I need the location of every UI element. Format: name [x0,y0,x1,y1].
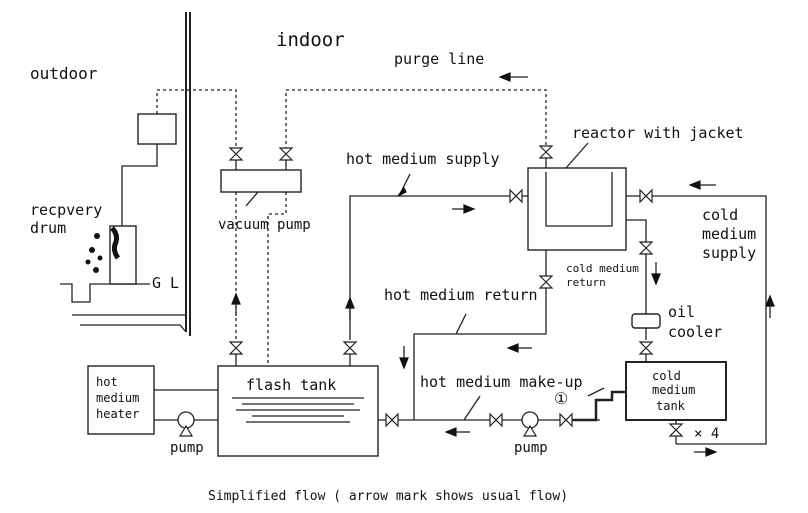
arrow-hot-return [506,343,519,353]
hot-medium-heater [87,365,155,435]
make-up-line [572,390,626,422]
arrow-hot-supply [463,204,476,214]
vacuum-pump [220,169,302,193]
cold-supply-line [626,195,767,445]
oil-cooler [631,313,661,329]
times-four-label: × 4 [694,426,719,442]
arrow-return-down [399,357,409,370]
arrow-cold-return [651,273,661,286]
arrow-flash-up [345,296,355,309]
cold-supply-label-2: medium [702,225,756,243]
valve-cold-return [638,241,654,255]
valve-hot-return [538,275,554,289]
cold-return-line [626,219,647,340]
purge-line-label: purge line [394,50,484,68]
hot-supply-label: hot medium supply [346,150,500,168]
oil-cooler-label-1: oil [668,303,695,321]
caption: Simplified flow ( arrow mark shows usual… [208,489,568,504]
arrow-right-up [765,294,775,307]
valve-hot-supply [509,188,523,204]
make-up-label: hot medium make-up [420,373,583,391]
hot-return-pointer [455,313,467,335]
pump-left [177,411,195,437]
oil-cooler-label-2: cooler [668,323,722,341]
cold-return-label-1: cold medium [566,262,639,275]
circle-one-label: ① [554,389,568,408]
make-up-pointer [463,395,481,421]
arrow-cold-supply [688,180,701,190]
valve-bottom-3 [559,412,573,428]
flow-arrows [231,72,775,457]
hot-return-label: hot medium return [384,286,538,304]
cold-tank-label-2: medium [652,383,695,397]
vacuum-pump-label: vacuum pump [218,217,311,233]
drum-label-1: recpvery [30,201,102,219]
valve-cold-supply [639,188,653,204]
flash-tank-label: flash tank [246,376,336,394]
vacuum-pump-outlet [267,192,287,370]
hot-supply-line [349,195,528,340]
valve-flash-right [342,341,358,355]
building-wall [60,12,191,336]
outdoor-vent-tank [137,113,177,145]
reactor-label: reactor with jacket [572,124,744,142]
cold-supply-label-1: cold [702,206,738,224]
valve-cold-tank [668,423,684,437]
valve-purge-2 [278,147,294,161]
flash-tank [217,365,379,457]
arrow-bottom-right [705,447,718,457]
arrow-bottom [444,427,457,437]
purge-line-main [285,89,547,150]
heater-label-1: hot [96,375,118,389]
arrow-hot-supply-pointer [397,186,407,197]
drum-line [121,144,158,226]
reactor-with-jacket [527,158,627,251]
arrow-vacuum-up [231,292,241,305]
recovery-drum [85,225,137,285]
outdoor-label: outdoor [30,64,98,83]
valve-flash-left [228,341,244,355]
cold-supply-label-3: supply [702,244,756,262]
cold-return-label-2: return [566,276,606,289]
pump-right-label: pump [514,440,548,456]
valve-purge-1 [228,147,244,161]
heater-label-2: medium [96,391,139,405]
pump-left-label: pump [170,440,204,456]
drum-label-2: drum [30,219,66,237]
hot-return-line [413,250,547,420]
ground-level-label: G L [152,274,179,292]
valve-bottom-1 [385,412,399,428]
pump-right [521,411,539,437]
reactor-pointer [565,142,589,169]
heater-label-3: heater [96,407,139,421]
valve-oil-cooler [638,341,654,355]
valve-purge-3 [538,145,554,159]
vacuum-pump-pointer [245,191,259,207]
cold-tank-label-3: tank [656,399,686,413]
valve-bottom-2 [489,412,503,428]
arrow-purge-top [498,72,511,82]
cold-tank-label-1: cold [652,369,681,383]
purge-line-left [156,89,237,150]
indoor-label: indoor [276,29,345,51]
